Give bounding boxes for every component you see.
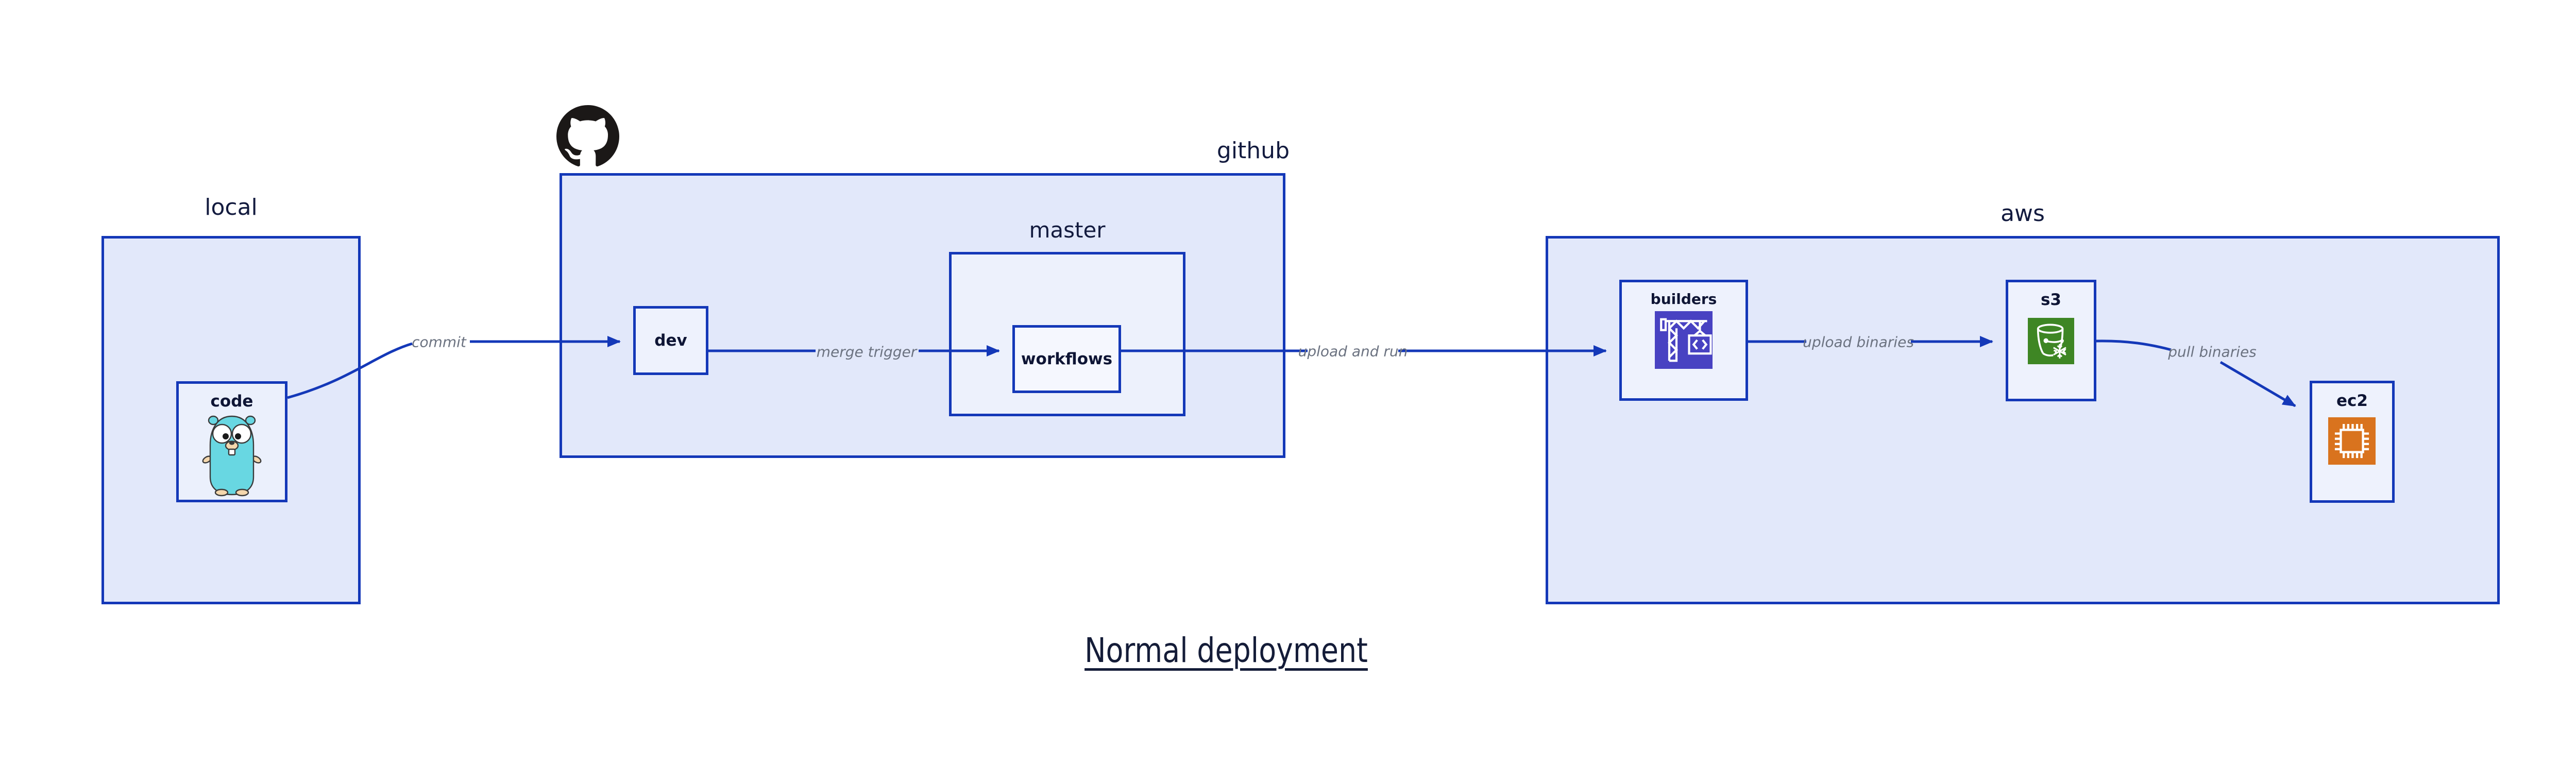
edge-label-upload-and-run: upload and run (1298, 343, 1408, 360)
go-gopher-icon (201, 411, 263, 498)
edge-label-commit: commit (412, 333, 466, 351)
edge-label-upload-binaries: upload binaries (1803, 333, 1914, 351)
node-ec2-label: ec2 (2336, 392, 2368, 410)
github-octocat-icon (556, 105, 619, 168)
aws-ec2-chip-icon (2328, 417, 2376, 465)
node-workflows-label: workflows (1021, 350, 1113, 368)
aws-s3-glacier-bucket-icon (2028, 318, 2074, 364)
local-container-label: local (205, 194, 258, 220)
node-dev-label: dev (654, 331, 687, 350)
master-container-label: master (1029, 217, 1106, 243)
node-dev: dev (633, 306, 708, 375)
edge-label-merge-trigger: merge trigger (816, 343, 917, 361)
page-title: Normal deployment (1084, 631, 1368, 670)
aws-codebuild-crane-icon (1655, 311, 1713, 369)
node-s3-label: s3 (2040, 291, 2062, 309)
aws-container-label: aws (2001, 200, 2045, 227)
node-builders-label: builders (1650, 291, 1717, 308)
edge-label-pull-binaries: pull binaries (2168, 343, 2257, 361)
github-container-label: github (1216, 138, 1290, 164)
node-workflows: workflows (1012, 325, 1121, 393)
node-code-label: code (210, 392, 253, 411)
